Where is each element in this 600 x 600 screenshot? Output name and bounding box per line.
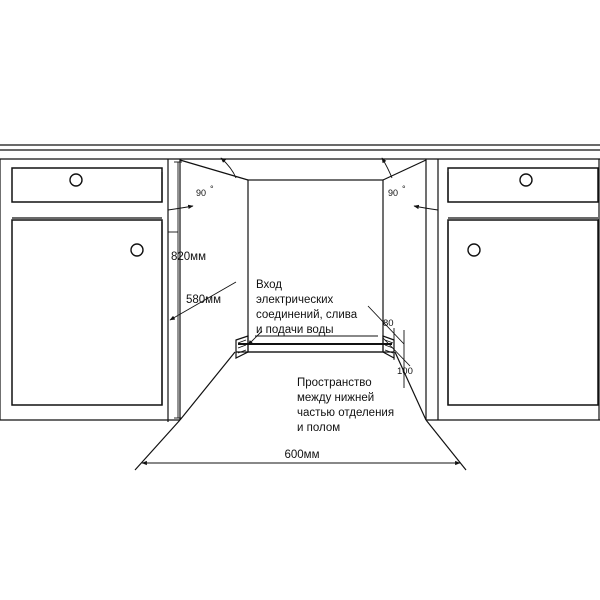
left-cabinet [0, 159, 181, 422]
angle-right: 90 ° [381, 157, 439, 211]
left-drawer-knob-icon [69, 173, 83, 187]
angle-left-label: 90 [196, 188, 206, 198]
niche [134, 159, 467, 471]
height-580-label: 580мм [186, 294, 221, 306]
angle-left: 90 ° [167, 157, 237, 211]
space-note: Пространство между нижней частью отделен… [297, 377, 397, 434]
angle-left-degree: ° [210, 184, 214, 194]
height-dimensions: 820мм 580мм [168, 161, 237, 419]
inlet-note: Вход электрических соединений, слива и п… [256, 279, 360, 336]
space-note-line-2: между нижней [297, 392, 374, 404]
right-door-knob-icon [467, 243, 481, 257]
angle-right-label: 90 [388, 188, 398, 198]
height-820-label: 820мм [171, 251, 206, 263]
inlet-note-line-2: электрических [256, 294, 334, 306]
right-drawer-knob-icon [519, 173, 533, 187]
width-dimension: 600мм [141, 449, 461, 466]
left-drawer [11, 167, 163, 203]
left-door [11, 217, 163, 406]
corner-offsets: 80 100 [367, 305, 413, 388]
right-cabinet [425, 159, 600, 421]
floor-plinth [235, 335, 395, 360]
right-drawer [447, 167, 599, 203]
offset-100-label: 100 [397, 366, 413, 377]
space-note-line-4: и полом [297, 422, 340, 434]
angle-right-degree: ° [402, 184, 406, 194]
left-door-knob-icon [130, 243, 144, 257]
countertop [0, 144, 600, 160]
inlet-note-line-3: соединений, слива [256, 309, 358, 321]
right-door [447, 217, 599, 406]
width-600-label: 600мм [285, 449, 320, 461]
space-note-line-3: частью отделения [297, 407, 394, 419]
inlet-note-line-4: и подачи воды [256, 324, 334, 336]
space-note-line-1: Пространство [297, 377, 372, 389]
offset-80-label: 80 [383, 318, 394, 329]
inlet-note-line-1: Вход [256, 279, 282, 291]
